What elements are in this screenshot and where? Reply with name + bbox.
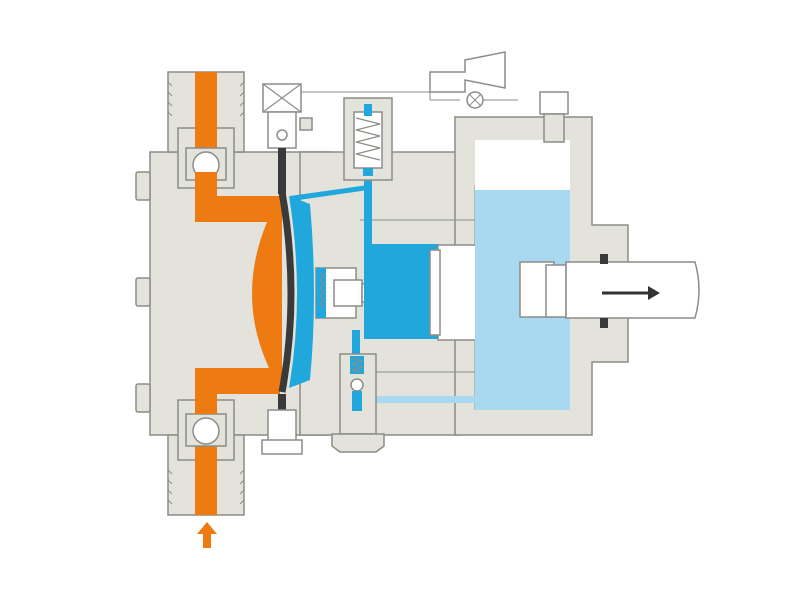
inlet-fitting-bottom (167, 399, 245, 516)
rod-seal-upper-icon (600, 254, 608, 264)
piston-oil-chamber (364, 244, 439, 339)
refill-valve (315, 267, 373, 319)
diaphragm-membrane (278, 191, 295, 393)
oil-reservoir (475, 140, 570, 410)
breather-plug (539, 91, 569, 143)
solenoid-valve-body (267, 111, 297, 149)
inlet-check-ball-icon (192, 417, 220, 445)
oil-line-upper (290, 185, 368, 201)
indicator-lamp-icon (468, 93, 482, 107)
breather-cap (539, 91, 569, 115)
process-fluid-path (195, 172, 282, 414)
rod-nut-overlay (545, 264, 567, 318)
spring-icon (319, 271, 325, 309)
check-ball-icon (350, 378, 364, 392)
fluid-chamber (252, 192, 282, 392)
relief-valve-pilot (364, 104, 372, 116)
check-valve-channel (352, 391, 362, 411)
solenoid-stem (278, 148, 286, 194)
bolt-icon (135, 277, 151, 307)
refill-valve-piston (333, 279, 363, 307)
arrow-right-icon (648, 286, 660, 300)
bolt-icon (135, 171, 151, 201)
hydraulic-lines (290, 172, 478, 403)
bleed-valve-cap (261, 439, 303, 455)
lower-check-valve (331, 353, 385, 453)
oil-line-vertical (364, 172, 372, 252)
side-bolts (135, 171, 151, 413)
outlet-channel (195, 72, 217, 172)
level-sensor (429, 51, 518, 109)
breather-body (543, 113, 565, 143)
crosshead-rod (565, 261, 700, 319)
inlet-flow-arrow (197, 522, 217, 548)
refill-valve-oil (316, 268, 326, 318)
solenoid-port (299, 117, 313, 131)
plunger-seal (429, 249, 441, 336)
level-sensor-body (429, 51, 506, 93)
drain-plug (331, 433, 385, 453)
oil-line-lower (352, 330, 360, 372)
solenoid-valve (262, 83, 440, 194)
spring-icon (355, 117, 381, 161)
upper-fluid-channel (195, 172, 280, 222)
bleed-valve-bottom (261, 394, 303, 455)
hydraulic-side-chamber (289, 196, 314, 388)
bolt-icon (135, 383, 151, 413)
solenoid-x-icon (262, 83, 302, 113)
solenoid-ball-icon (276, 129, 288, 141)
spring-icon (350, 357, 364, 374)
diaphragm (278, 191, 314, 393)
inlet-channel (195, 445, 217, 515)
rod-seal-lower-icon (600, 318, 608, 328)
oil-return-line (368, 396, 478, 403)
bleed-valve-body (267, 409, 297, 445)
lower-fluid-channel (195, 368, 280, 414)
arrow-up-icon (197, 522, 217, 548)
crosshead-shaft (565, 254, 700, 328)
relief-valve (343, 97, 393, 181)
outlet-fitting-top (167, 71, 245, 189)
relief-valve-port (363, 168, 373, 176)
